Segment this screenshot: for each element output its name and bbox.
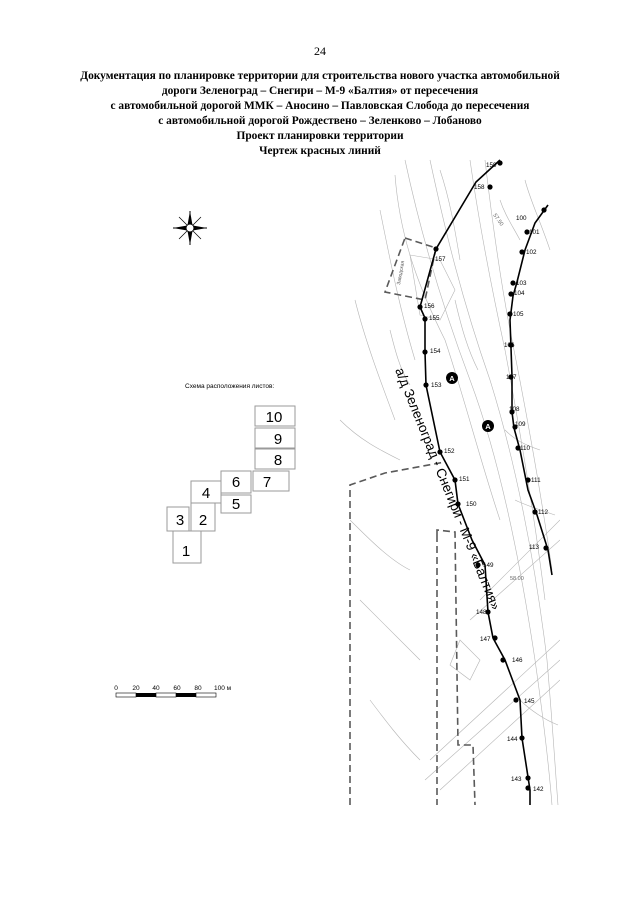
point-label: 111 xyxy=(531,477,541,484)
marker-a-icon: А xyxy=(482,420,494,432)
point-label: 144 xyxy=(507,736,518,743)
point-label: 147 xyxy=(480,636,491,643)
point-label: 153 xyxy=(431,382,442,389)
topographic-base xyxy=(339,159,560,805)
title-line: Документация по планировке территории дл… xyxy=(80,70,560,82)
territory-boundary xyxy=(349,237,476,806)
sheet-number: 9 xyxy=(274,431,282,448)
sheet-number: 2 xyxy=(199,512,207,529)
point-label: 106 xyxy=(504,342,515,349)
marker-a-label: А xyxy=(485,422,491,431)
marker-a-label: А xyxy=(449,374,455,383)
point-label: 108 xyxy=(509,406,520,413)
title-line: с автомобильной дорогой Рождествено – Зе… xyxy=(158,115,482,127)
point-label: 155 xyxy=(429,315,440,322)
point-label: 156 xyxy=(424,303,435,310)
scale-label: 20 xyxy=(132,685,140,692)
point-label: 113 xyxy=(529,544,540,551)
road-label: а/д Зеленоград - Снегири - М-9 «Балтия» xyxy=(392,366,503,612)
scale-bar: 0 20 40 60 80 100 м xyxy=(114,685,232,698)
point-label: 152 xyxy=(444,448,455,455)
point-label: 154 xyxy=(430,348,441,355)
title-line: Чертеж красных линий xyxy=(259,145,381,157)
point-label: 100 xyxy=(516,215,527,222)
point-label: 105 xyxy=(513,311,524,318)
page-number: 24 xyxy=(314,44,326,58)
sheet-number: 7 xyxy=(263,474,271,491)
left-point-markers xyxy=(417,160,531,791)
scale-label: 40 xyxy=(152,685,160,692)
scale-label: 60 xyxy=(173,685,181,692)
point-label: 159 xyxy=(486,162,497,169)
sheet-number: 10 xyxy=(266,409,283,426)
point-label: 112 xyxy=(538,509,549,516)
point-label: 101 xyxy=(529,229,540,236)
sheet-scheme-title: Схема расположения листов: xyxy=(185,383,274,390)
title-line: дороги Зеленоград – Снегири – М-9 «Балти… xyxy=(161,85,479,97)
point-label: 151 xyxy=(459,476,470,483)
point-label: 110 xyxy=(520,445,531,452)
point-label: 107 xyxy=(506,374,517,381)
left-point-labels: 159 158 157 156 155 154 153 152 151 150 … xyxy=(424,162,544,793)
compass-rose-icon xyxy=(173,211,207,245)
scale-label: 100 м xyxy=(214,685,232,692)
point-label: 103 xyxy=(516,280,527,287)
elevation-label: 58.00 xyxy=(510,576,524,582)
title-line: Проект планировки территории xyxy=(236,130,404,142)
sheet-scheme xyxy=(166,405,296,564)
building-label: Заводская xyxy=(396,260,406,285)
point-label: 157 xyxy=(435,256,446,263)
sheet-number: 1 xyxy=(182,543,190,560)
sheet-number: 4 xyxy=(202,485,210,502)
point-label: 102 xyxy=(526,249,537,256)
point-label: 109 xyxy=(515,421,526,428)
right-point-markers xyxy=(507,207,549,551)
title-line: с автомобильной дорогой ММК – Аносино – … xyxy=(110,100,530,112)
scale-label: 0 xyxy=(114,685,118,692)
point-label: 145 xyxy=(524,698,535,705)
sheet-number: 3 xyxy=(176,512,184,529)
point-label: 149 xyxy=(483,562,494,569)
sheet-number: 5 xyxy=(232,496,240,513)
point-label: 146 xyxy=(512,657,523,664)
point-label: 104 xyxy=(514,290,525,297)
point-label: 143 xyxy=(511,776,522,783)
scale-label: 80 xyxy=(194,685,202,692)
right-point-labels: 100 101 102 103 104 105 106 107 108 109 … xyxy=(504,215,549,551)
document-title: Документация по планировке территории дл… xyxy=(40,69,600,159)
sheet-number: 8 xyxy=(274,452,282,469)
sheet-number: 6 xyxy=(232,474,240,491)
marker-a-icon: А xyxy=(446,372,458,384)
red-line-right xyxy=(509,204,553,576)
point-label: 158 xyxy=(474,184,485,191)
point-label: 148 xyxy=(476,609,487,616)
point-label: 142 xyxy=(533,786,544,793)
point-label: 150 xyxy=(466,501,477,508)
